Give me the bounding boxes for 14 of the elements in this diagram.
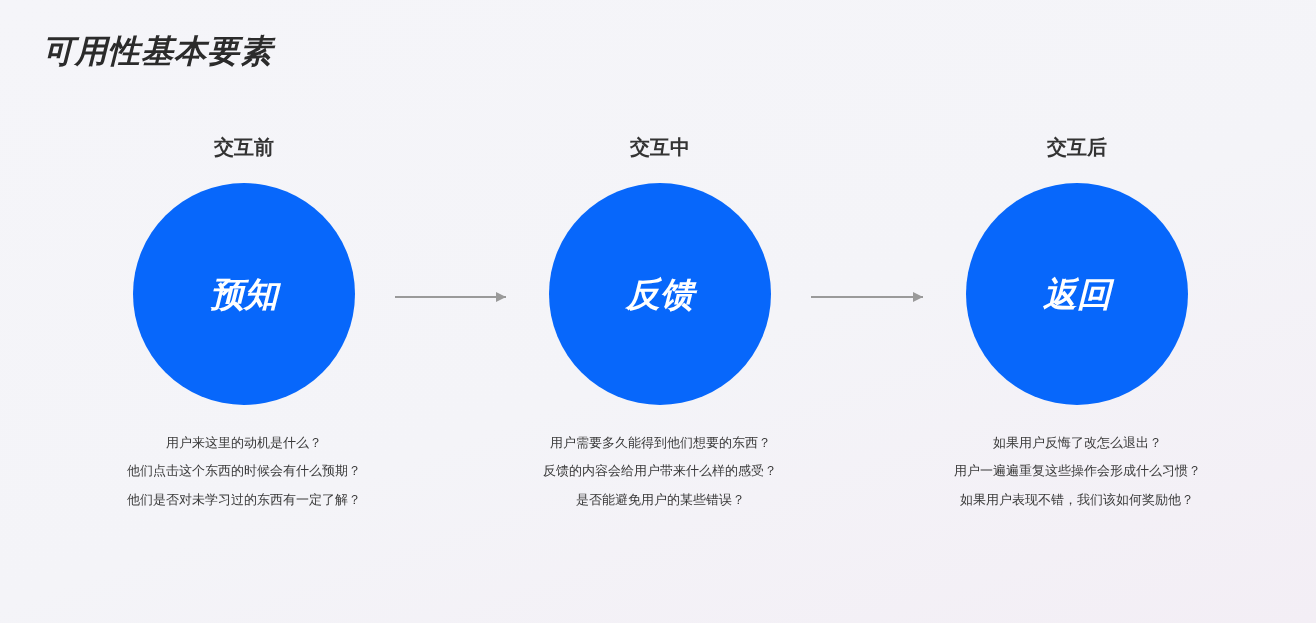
question-text: 他们是否对未学习过的东西有一定了解？ (127, 492, 361, 508)
question-text: 他们点击这个东西的时候会有什么预期？ (127, 463, 361, 479)
question-text: 如果用户表现不错，我们该如何奖励他？ (960, 492, 1194, 508)
question-text: 是否能避免用户的某些错误？ (575, 492, 745, 508)
stage-heading: 交互后 (1047, 135, 1107, 159)
question-text: 用户一遍遍重复这些操作会形成什么习惯？ (953, 463, 1201, 479)
question-text: 反馈的内容会给用户带来什么样的感受？ (543, 463, 777, 479)
stage-heading: 交互中 (630, 135, 690, 159)
question-text: 如果用户反悔了改怎么退出？ (992, 435, 1162, 451)
stage-heading: 交互前 (214, 135, 274, 159)
arrow (810, 292, 924, 302)
arrow (394, 292, 507, 302)
question-text: 用户来这里的动机是什么？ (166, 435, 322, 451)
question-text: 用户需要多久能得到他们想要的东西？ (549, 435, 771, 451)
